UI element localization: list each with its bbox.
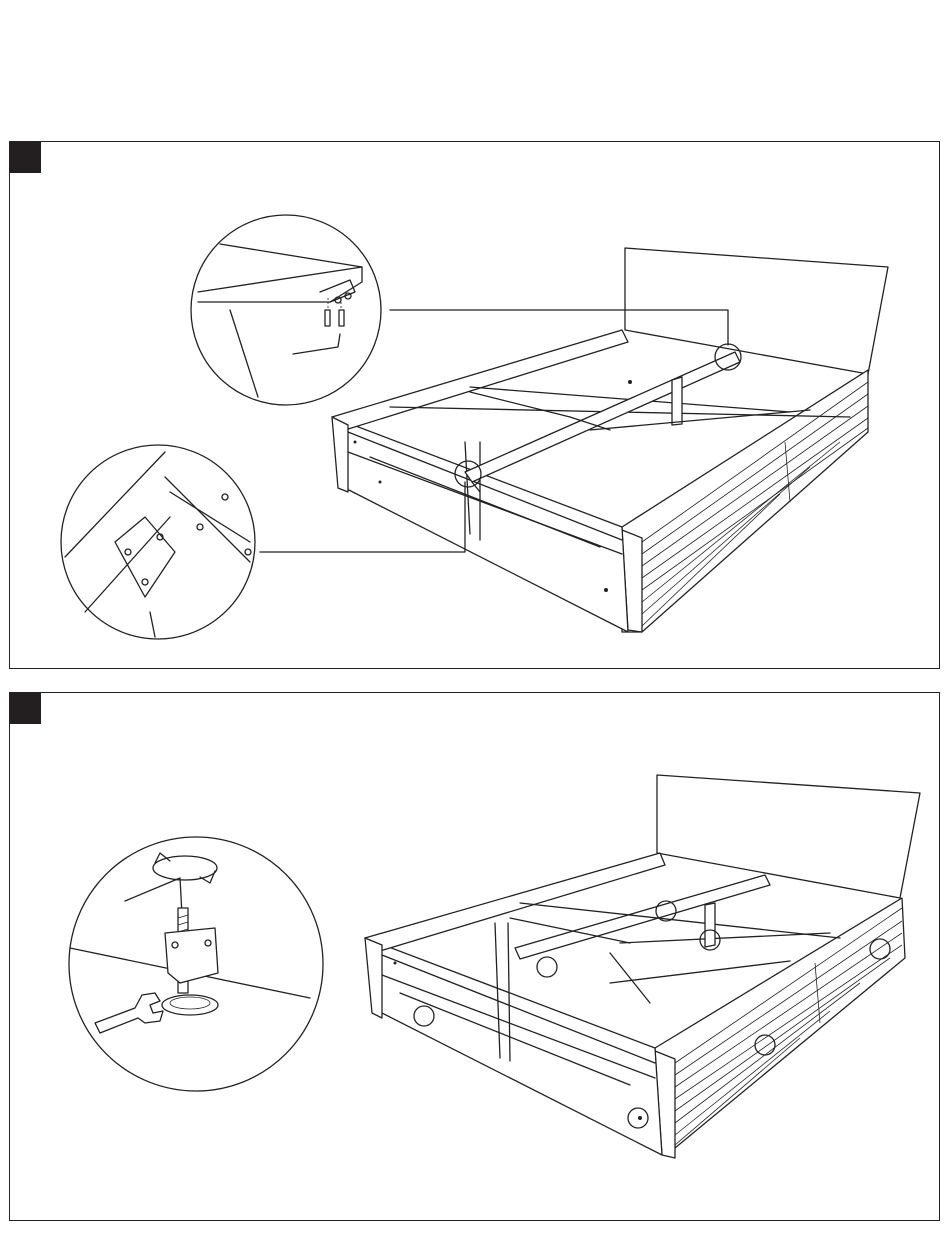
bed-frame-illustration — [332, 248, 888, 632]
step-2-illustration — [10, 693, 941, 1222]
bracket-detail-icon — [191, 215, 381, 405]
step-1-illustration — [10, 142, 941, 670]
step-2-panel — [9, 692, 940, 1221]
corner-bracket-detail-icon — [61, 445, 255, 639]
step-1-panel — [9, 141, 940, 669]
bed-frame-illustration — [365, 775, 920, 1158]
leveling-foot-detail-icon — [69, 837, 323, 1091]
callout-circle — [537, 957, 557, 977]
